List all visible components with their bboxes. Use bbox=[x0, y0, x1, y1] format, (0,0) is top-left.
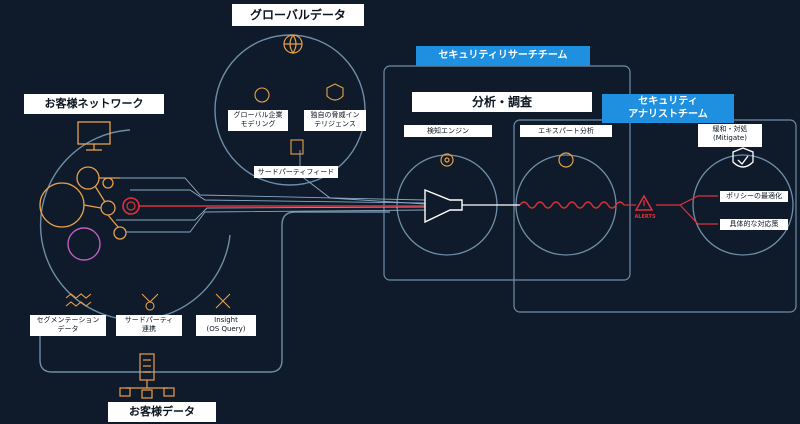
mitigate-title-line1: 緩和・対処 bbox=[712, 125, 748, 133]
global-item2-line2: テリジェンス bbox=[314, 120, 356, 128]
global-item2-line1: 独自の脅威イン bbox=[310, 111, 360, 119]
title-security-analyst-team: セキュリティ アナリストチーム bbox=[602, 94, 734, 123]
customer-insight-osquery: Insight (OS Query) bbox=[196, 315, 256, 336]
global-item1-line2: モデリング bbox=[240, 120, 276, 128]
analysis-detection-engine: 検知エンジン bbox=[404, 125, 492, 137]
title-security-research-team: セキュリティリサーチチーム bbox=[416, 46, 590, 66]
global-item-third-party-feed: サードパーティフィード bbox=[254, 166, 338, 178]
alert-label: ALERTS bbox=[634, 214, 656, 220]
analysis-expert-analysis: エキスパート分析 bbox=[520, 125, 612, 137]
title-customer-data: お客様データ bbox=[108, 402, 216, 422]
title-analysis: 分析・調査 bbox=[412, 92, 592, 112]
customer-third-line1: サードパーティ bbox=[124, 316, 174, 324]
shield-check-icon bbox=[733, 148, 753, 170]
globe-icon bbox=[284, 35, 302, 53]
title-analyst-line2: アナリストチーム bbox=[628, 109, 708, 120]
mitigate-policy-optimization: ポリシーの最適化 bbox=[720, 191, 788, 202]
customer-third-party-integration: サードパーティ 連携 bbox=[116, 315, 182, 336]
mitigate-title-line2: (Mitigate) bbox=[713, 134, 747, 142]
monitor-icon bbox=[78, 122, 110, 150]
title-analyst-line1: セキュリティ bbox=[638, 96, 698, 107]
server-icon bbox=[120, 354, 174, 398]
title-customer-network: お客様ネットワーク bbox=[24, 94, 164, 114]
global-item-threat-intel: 独自の脅威イン テリジェンス bbox=[304, 110, 366, 131]
customer-third-line2: 連携 bbox=[142, 325, 156, 333]
customer-insight-line2: (OS Query) bbox=[206, 325, 246, 333]
customer-segmentation-data: セグメンテーション データ bbox=[30, 315, 106, 336]
title-global-data: グローバルデータ bbox=[232, 4, 364, 26]
mitigate-title: 緩和・対処 (Mitigate) bbox=[698, 124, 762, 147]
mitigate-specific-response: 具体的な対応策 bbox=[720, 219, 788, 230]
funnel-icon bbox=[425, 190, 462, 222]
customer-seg-line1: セグメンテーション bbox=[36, 316, 100, 324]
global-item1-line1: グローバル企業 bbox=[233, 111, 283, 119]
customer-seg-line2: データ bbox=[57, 325, 79, 333]
alert-triangle-icon bbox=[636, 196, 652, 210]
customer-insight-line1: Insight bbox=[214, 316, 238, 324]
global-item-enterprise-modeling: グローバル企業 モデリング bbox=[228, 110, 288, 131]
